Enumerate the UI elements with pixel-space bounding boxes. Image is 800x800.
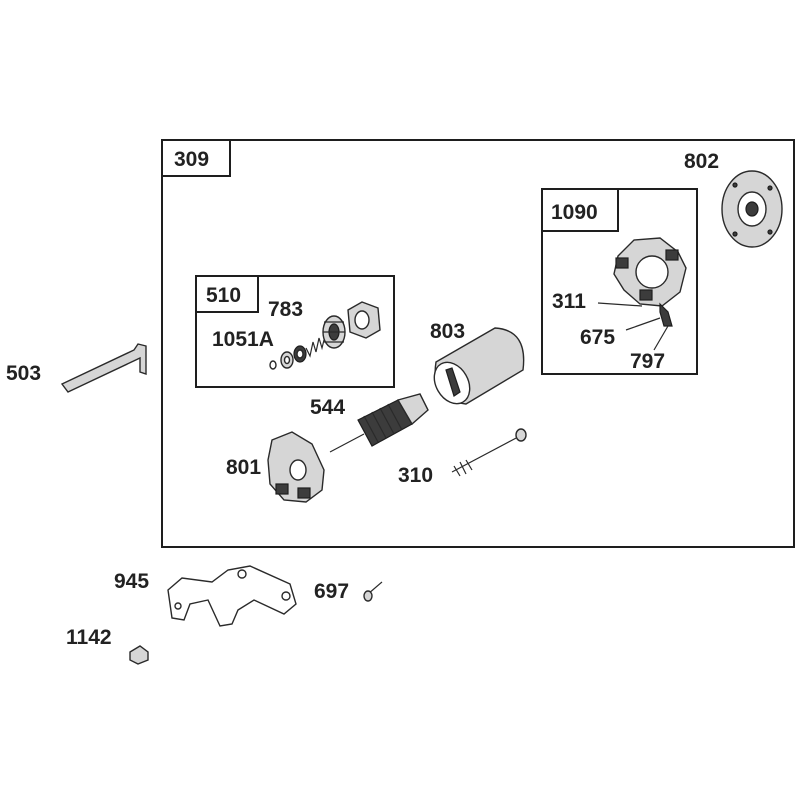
label-box-1090 xyxy=(541,188,619,232)
part-510-ring xyxy=(293,345,307,363)
part-544-armature xyxy=(329,393,429,453)
part-802-end-cap xyxy=(721,170,783,248)
label-309: 309 xyxy=(174,148,209,171)
label-544: 544 xyxy=(310,396,345,419)
assembly-box-510 xyxy=(195,275,395,388)
label-510: 510 xyxy=(206,284,241,307)
label-1051a: 1051A xyxy=(212,328,274,351)
label-box-510 xyxy=(195,275,259,313)
label-311: 311 xyxy=(552,290,586,313)
label-1142: 1142 xyxy=(66,626,112,649)
label-797: 797 xyxy=(630,350,665,373)
part-310-through-bolt xyxy=(451,428,527,477)
part-801-end-bracket xyxy=(267,431,325,503)
label-503: 503 xyxy=(6,362,41,385)
label-697: 697 xyxy=(314,580,349,603)
label-675: 675 xyxy=(580,326,615,349)
part-503-bracket xyxy=(60,343,147,393)
assembly-box-309 xyxy=(161,139,795,548)
part-945-mounting-bracket xyxy=(167,565,297,627)
label-1090: 1090 xyxy=(551,201,598,224)
leader-675 xyxy=(625,317,661,331)
label-310: 310 xyxy=(398,464,433,487)
assembly-box-1090 xyxy=(541,188,698,375)
part-510-spring xyxy=(305,335,326,358)
label-945: 945 xyxy=(114,570,149,593)
part-697-screw xyxy=(363,581,383,602)
part-803-housing xyxy=(433,327,525,405)
label-803: 803 xyxy=(430,320,465,343)
part-783-pinion-gear xyxy=(322,315,346,349)
part-1142-bolt xyxy=(129,645,149,665)
label-box-309 xyxy=(161,139,231,177)
leader-311 xyxy=(597,302,643,307)
part-1051a-clip xyxy=(269,360,277,370)
leader-797 xyxy=(653,325,669,351)
part-1090-brush-holder xyxy=(613,237,687,327)
part-510-washer xyxy=(280,351,294,369)
label-802: 802 xyxy=(684,150,719,173)
label-783: 783 xyxy=(268,298,303,321)
label-801: 801 xyxy=(226,456,261,479)
part-510-retainer xyxy=(347,301,381,339)
